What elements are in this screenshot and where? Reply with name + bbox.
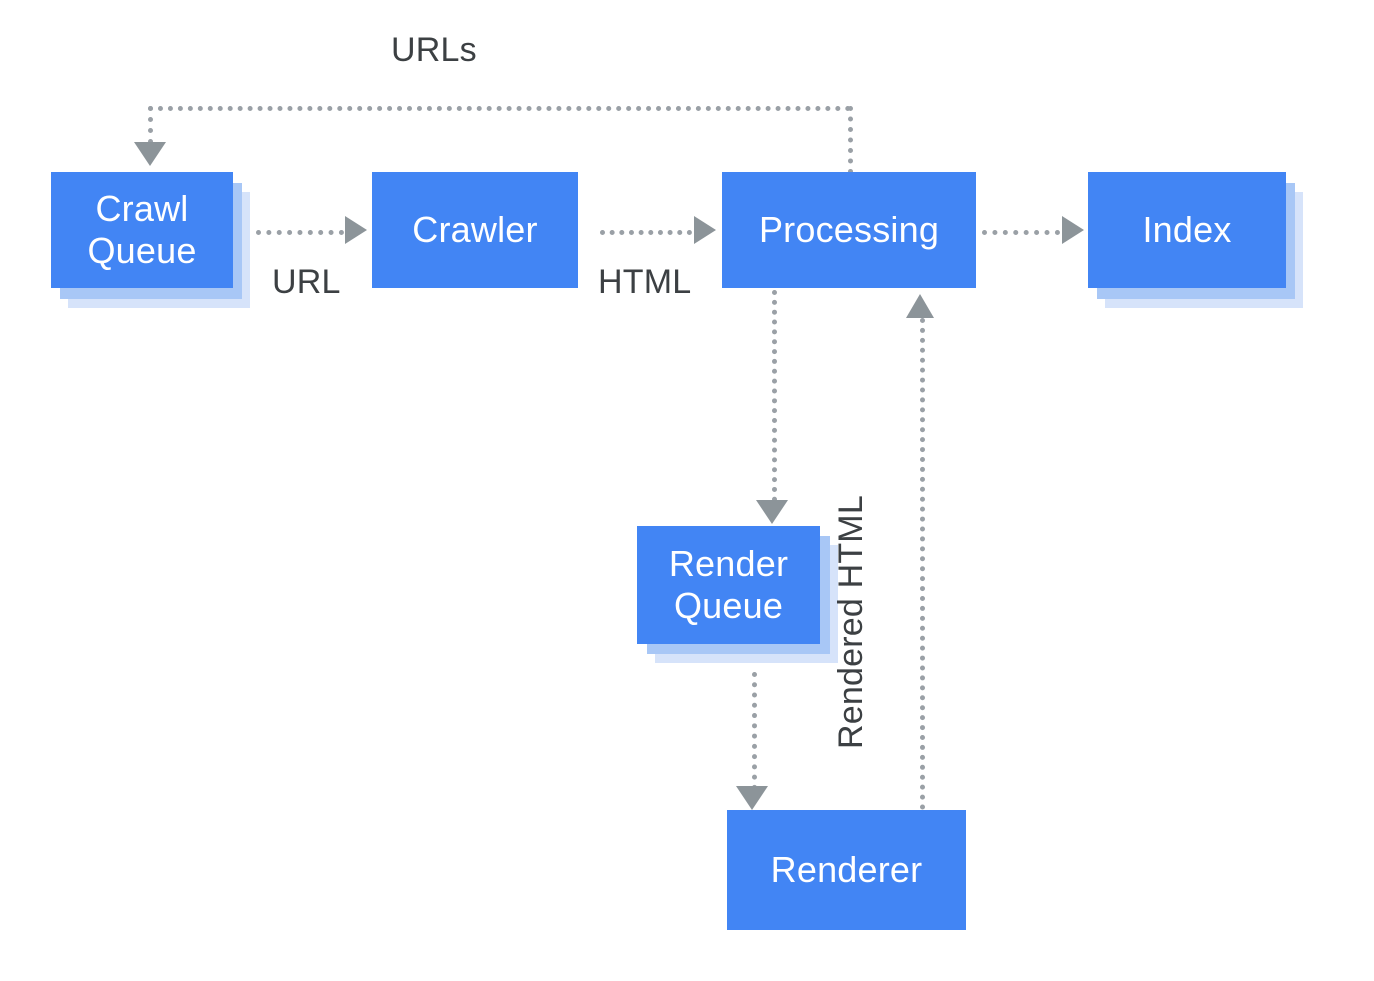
edge-label-urls: URLs [391,31,477,69]
node-processing-label: Processing [758,208,940,250]
node-render-queue[interactable]: Render Queue [637,526,820,644]
arrowhead-urls-into-crawl-queue [134,142,166,166]
connector-processing-to-index [982,230,1060,235]
node-index[interactable]: Index [1088,172,1286,288]
arrowhead-into-renderer [736,786,768,810]
node-crawler[interactable]: Crawler [372,172,578,288]
connector-urls-right-vertical [848,106,853,174]
node-crawl-queue-line1: Crawl [95,187,189,229]
edge-label-url: URL [272,263,341,301]
arrowhead-rendered-html-into-processing [906,294,934,318]
arrowhead-url-into-crawler [345,216,367,244]
node-renderer-label: Renderer [770,848,923,890]
connector-rendered-html [920,318,925,810]
node-crawl-queue[interactable]: Crawl Queue [51,172,233,288]
edge-label-rendered-html: Rendered HTML [832,495,870,749]
arrowhead-into-render-queue [756,500,788,524]
node-processing[interactable]: Processing [722,172,976,288]
connector-html [600,230,692,235]
connector-url [256,230,344,235]
node-index-label: Index [1142,208,1232,250]
edge-label-html: HTML [598,263,692,301]
node-crawl-queue-line2: Queue [87,230,197,271]
arrowhead-html-into-processing [694,216,716,244]
connector-processing-to-render-queue [772,290,777,502]
node-renderer[interactable]: Renderer [727,810,966,930]
connector-urls-horizontal [148,106,851,111]
node-render-queue-line1: Render [668,542,789,584]
connector-urls-left-vertical [148,106,153,144]
arrowhead-into-index [1062,216,1084,244]
node-render-queue-line2: Queue [673,585,784,626]
node-crawler-label: Crawler [412,208,538,250]
connector-render-queue-to-renderer [752,672,757,790]
